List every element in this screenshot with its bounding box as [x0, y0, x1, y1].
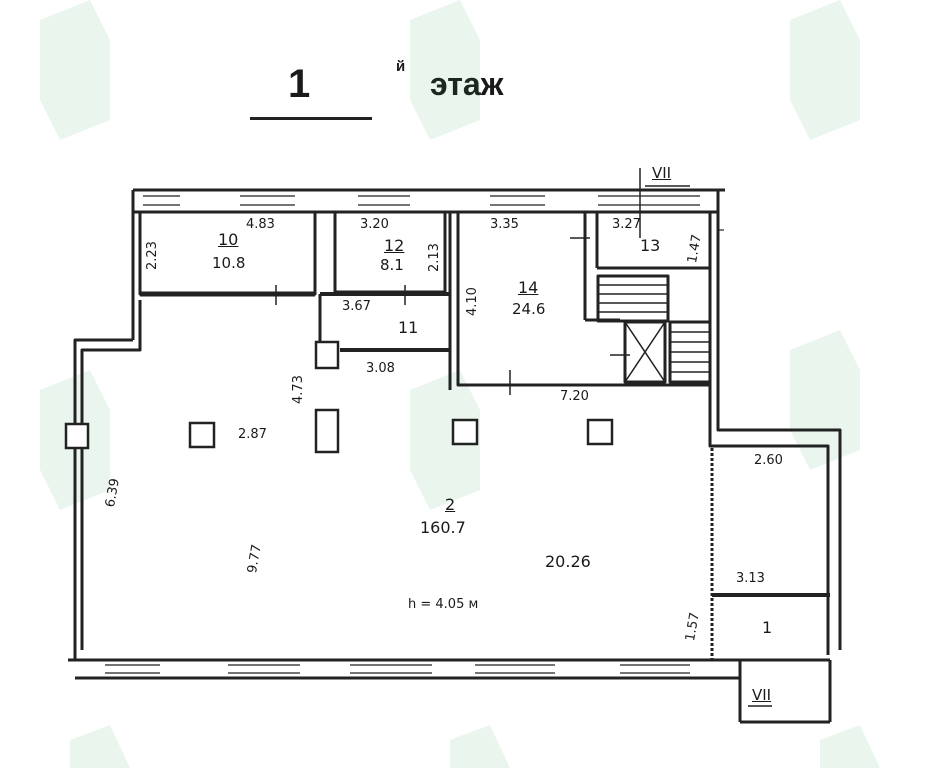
watermark-shape [410, 0, 480, 140]
watermark-shape [820, 725, 880, 768]
room-10-area: 10.8 [212, 254, 246, 272]
floor-word: этаж [430, 66, 503, 103]
dimension-ticks [275, 237, 630, 395]
dim-3-35: 3.35 [490, 217, 519, 232]
dim-4-10: 4.10 [465, 287, 480, 316]
dim-2-13: 2.13 [427, 243, 442, 272]
dim-3-27: 3.27 [612, 217, 641, 232]
watermark-shape [790, 0, 860, 140]
watermark-pattern [40, 0, 880, 768]
section-mark-top: VII [652, 164, 672, 182]
watermark-shape [410, 370, 480, 510]
dim-3-13: 3.13 [736, 571, 765, 586]
room-12-area: 8.1 [380, 256, 404, 274]
walls [68, 188, 842, 724]
section-mark-bottom: VII [752, 686, 772, 704]
room-14-number: 14 [518, 278, 539, 297]
floor-number-suffix: й [396, 58, 406, 75]
title-underline [250, 117, 372, 120]
dim-2-87: 2.87 [238, 427, 267, 442]
room-11-number: 11 [398, 318, 419, 337]
watermark-shape [40, 0, 110, 140]
dim-2-60: 2.60 [754, 453, 783, 468]
dim-4-83: 4.83 [246, 217, 275, 232]
dim-7-20: 7.20 [560, 389, 589, 404]
watermark-shape [450, 725, 510, 768]
dim-3-08: 3.08 [366, 361, 395, 376]
dim-3-67: 3.67 [342, 299, 371, 314]
room-13-number: 13 [640, 236, 661, 255]
floor-number: 1 [288, 62, 311, 106]
windows [105, 195, 724, 674]
ceiling-height: h = 4.05 м [408, 597, 479, 612]
dim-4-73: 4.73 [291, 375, 306, 404]
room-2-number: 2 [445, 495, 456, 514]
section-line [639, 168, 772, 707]
room-1-number: 1 [762, 618, 773, 637]
room-2-area: 160.7 [420, 518, 466, 537]
stair-treads [598, 284, 710, 373]
columns [64, 340, 614, 454]
dim-2-23: 2.23 [145, 241, 160, 270]
room-12-number: 12 [384, 236, 405, 255]
room-10-number: 10 [218, 230, 239, 249]
watermark-shape [790, 330, 860, 470]
dim-3-20: 3.20 [360, 217, 389, 232]
dim-20-26: 20.26 [545, 552, 591, 571]
watermark-shape [70, 725, 130, 768]
room-14-area: 24.6 [512, 300, 546, 318]
